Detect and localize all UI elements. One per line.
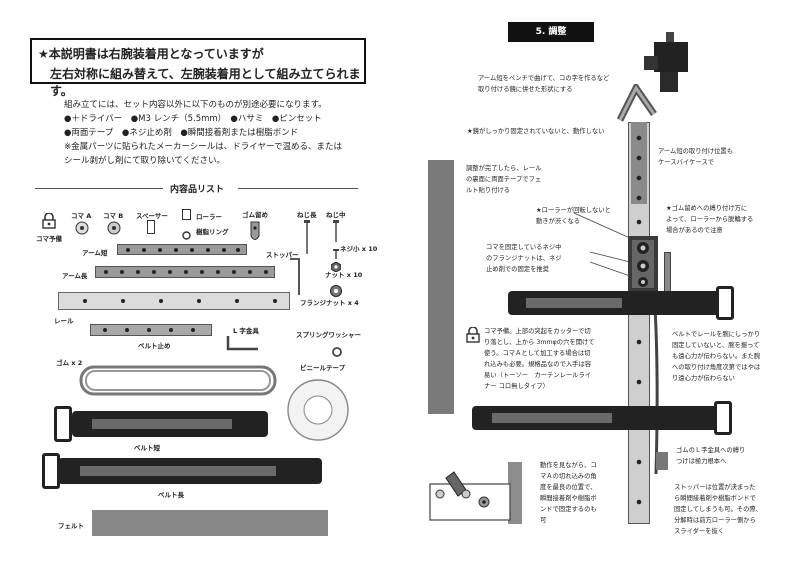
requirements-line-1: 組み立てには、セット内容以外に以下のものが別途必要になります。 [64,100,327,110]
koma-b-label: コマ B [103,212,124,220]
rail-part [58,292,290,310]
divider-left [35,188,163,189]
roller-block-illustration [620,236,666,296]
note-arm-bend: アーム短をペンチで曲げて、コの字を作るなど取り付ける鏡に併せた形状にする [478,75,610,93]
note-arm-position: アーム短の取り付け位置もケースバイケースで [658,148,733,166]
koma-spare-icon [466,326,480,343]
note-koma-spare: コマ予備。上部の突起をカッターで切り落とし、上から 3mmφの穴を開けて使う。コ… [484,328,595,390]
requirements-line-2: ●＋ドライバー ●M3 レンチ（5.5mm） ●ハサミ ●ピンセット [64,114,322,124]
l-bracket-part [226,334,260,356]
l-bracket-label: L 字金具 [233,327,259,335]
spring-washer-part [332,342,342,361]
contents-title: 内容品リスト [170,185,225,195]
belt-stop-part [90,324,212,336]
arm-segment-upper [631,122,647,204]
belt-long-label: ベルト長 [158,491,184,499]
belt-short-part [72,411,268,437]
arm-short-part [117,244,247,255]
arm-short-label: アーム短 [82,249,108,257]
screw-long-part [304,220,310,258]
koma-spare-part [42,212,56,229]
stopper-label: ストッパー [266,251,299,259]
roller-part [182,209,191,220]
stopper-illustration [508,462,522,524]
koma-a-part [75,220,89,235]
requirements-line-4: ※金属パーツに貼られたメーカーシールは、ドライヤーで温める、または [64,142,343,152]
note-felt: 調整が完了したら、レールの裏面に両面テープでフェルト貼り付ける [466,165,542,194]
koma-b-part [107,220,121,235]
screw-mid-part [333,220,339,246]
note-belt-fix: ベルトでレールを腕にしっかり固定していないと、腕を振っても遠心力が伝わらない。ま… [672,331,761,382]
felt-part [92,510,328,536]
note-roller: ★ローラーが回転しないと動きが渋くなる [536,207,611,225]
requirements-line-5: シール剥がし剤にて取り除いてください。 [64,156,225,166]
strap-upper [508,291,730,315]
note-stopper: ストッパーは位置が決まったら瞬間接着剤や樹脂ボンドで固定してしまうも可。その際、… [674,484,762,535]
note-koma-angle: 動作を見ながら、コマＡの切れ込みの角度を最良の位置で、瞬間接着剤や樹脂ボンドで固… [540,462,597,524]
arm-long-label: アーム長 [62,272,88,280]
notice-line-1: ★本説明書は右腕装着用となっていますが [38,47,264,61]
spring-washer-label: スプリングワッシャー [296,331,361,339]
adjust-section-title: 5. 調整 [508,22,594,42]
belt-short-buckle [54,406,72,442]
belt-long-part [58,458,322,484]
strap-lower [472,406,728,430]
rail-label: レール [54,317,74,325]
ring-icon [182,225,191,244]
koma-spare-label: コマ予備 [36,235,62,243]
screw-small-label: ネジ小 x 10 [340,245,378,253]
felt-label: フェルト [58,522,84,530]
bent-arm-illustration [614,81,658,128]
requirements-line-3: ●両面テープ ●ネジ止め剤 ●瞬間接着剤または樹脂ボンド [64,128,299,138]
felt-strip-illustration [428,160,454,414]
arm-long-part [95,266,275,278]
resin-ring-label: 樹脂リング [196,228,229,236]
note-mirror-fixed: ★鏡がしっかり固定されていないと、動作しない [467,128,605,135]
rubber-band-part [78,364,278,402]
koma-detail-illustration [426,466,516,530]
divider-right [238,188,358,189]
spacer-label: スペーサー [136,212,168,220]
mirror-clamp-illustration [640,30,692,98]
strap-upper-buckle [716,286,734,320]
note-flange-nut: コマを固定しているネジ中のフランジナットは、ネジ止め剤での固定を推奨 [486,244,562,273]
flange-nut-label: フランジナット x 4 [300,299,359,307]
screw-mid-label: ねじ中 [326,211,346,219]
note-l-bracket: ゴムのＬ字金具への縛りつけは極力根本へ [676,447,746,465]
vinyl-tape-part [286,378,350,446]
nut-label: ナット x 10 [325,271,363,279]
note-rubber-tie: ★ゴム留めへの縛り付け方によって、ローラーから脱輪する場合があるので注意 [666,205,754,234]
l-bracket-illustration [656,452,668,470]
flange-nut-part [330,282,342,301]
rubber-stop-label: ゴム留め [242,211,268,219]
notice-box: ★本説明書は右腕装着用となっていますが 左右対称に組み替えて、左腕装着用として組… [30,38,366,98]
vinyl-tape-label: ビニールテープ [300,364,346,372]
strap-lower-buckle [714,401,732,435]
belt-long-buckle [42,453,60,489]
spacer-part [147,220,155,234]
rubber-stop-part [248,220,262,248]
rubber-label: ゴム x 2 [56,359,83,367]
notice-line-2: 左右対称に組み替えて、左腕装着用として組み立てられます。 [50,67,361,98]
belt-stop-label: ベルト止め [138,342,171,350]
screw-long-label: ねじ長 [297,211,317,219]
belt-short-label: ベルト短 [134,444,160,452]
roller-label: ローラー [196,213,222,221]
stopper-part [288,257,302,301]
koma-a-label: コマ A [71,212,92,220]
small-screw-part [333,244,339,263]
